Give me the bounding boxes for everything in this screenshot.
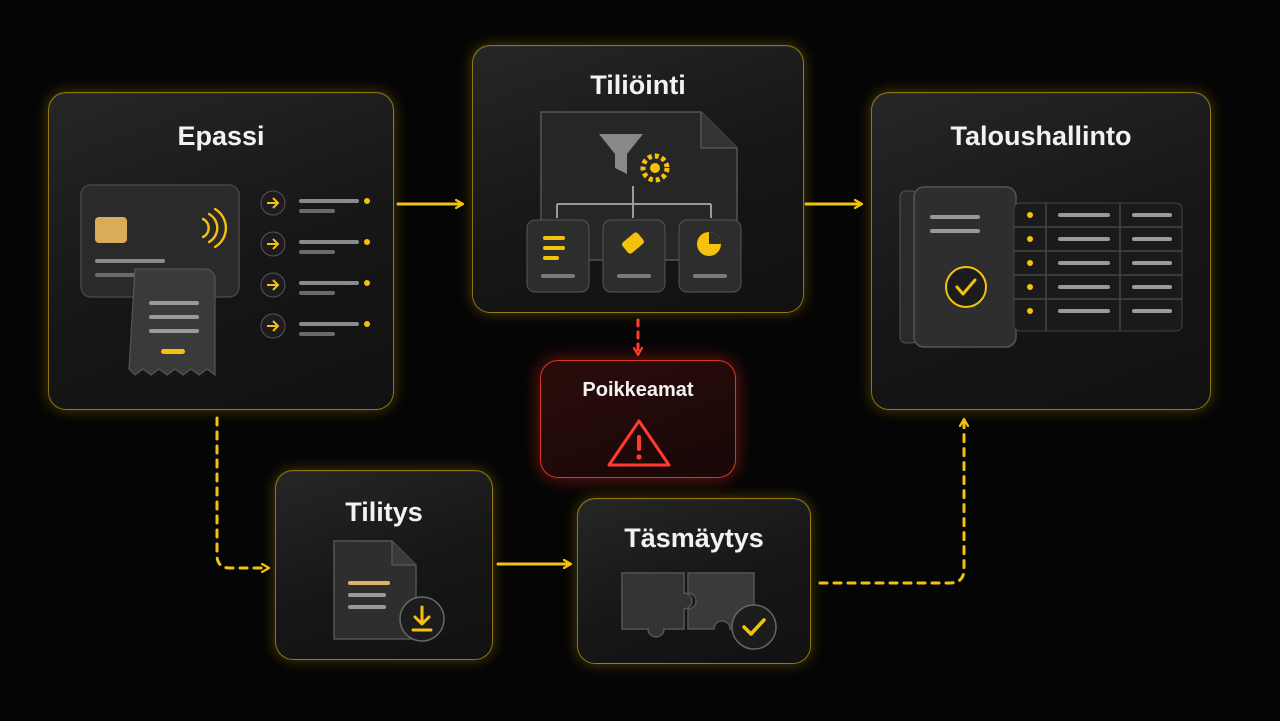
filter-gear-hierarchy-icon — [526, 111, 742, 293]
node-tilitys-label: Tilitys — [345, 497, 423, 527]
edge-tasmaytys-taloushallinto — [818, 420, 964, 585]
ledger-table-icon — [899, 186, 1183, 348]
node-tilitys[interactable]: Tilitys — [275, 470, 493, 660]
node-poikkeamat[interactable]: Poikkeamat — [540, 360, 736, 478]
node-poikkeamat-label: Poikkeamat — [582, 379, 694, 401]
warning-icon — [607, 419, 671, 467]
document-download-icon — [333, 540, 445, 642]
node-tasmaytys[interactable]: Täsmäytys — [577, 498, 811, 664]
node-tilointi-label: Tiliöinti — [590, 70, 686, 100]
node-taloushallinto-label: Taloushallinto — [950, 121, 1132, 151]
node-taloushallinto[interactable]: Taloushallinto — [871, 92, 1211, 410]
edge-epassi-tilitys — [215, 416, 268, 568]
node-epassi-label: Epassi — [177, 121, 265, 151]
node-tilointi[interactable]: Tiliöinti — [472, 45, 804, 313]
puzzle-check-icon — [621, 572, 777, 650]
payment-card-receipt-icon — [80, 184, 370, 377]
node-tasmaytys-label: Täsmäytys — [624, 523, 764, 553]
node-epassi[interactable]: Epassi — [48, 92, 394, 410]
